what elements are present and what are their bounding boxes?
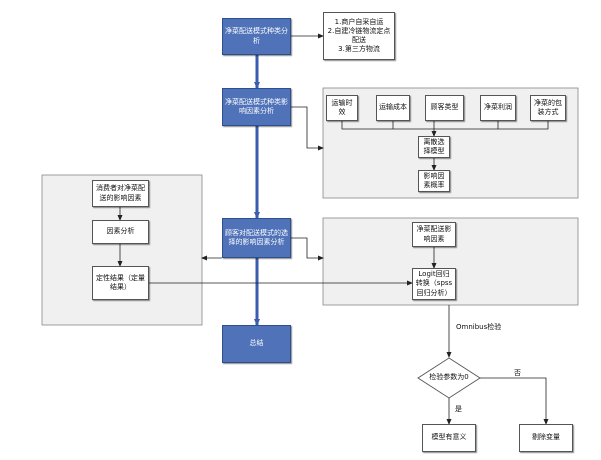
node-distribution-factors: 净菜配送影响因素 — [412, 222, 456, 247]
node-factor-packaging: 净菜的包装方式 — [530, 95, 566, 121]
node-factor-analysis: 因素分析 — [92, 220, 149, 244]
connector-f1 — [341, 121, 434, 130]
node-modes-list: 1.商户自采自运 2.自建冷链物流定点配送 3.第三方物流 — [323, 12, 395, 60]
connector-f5 — [498, 121, 549, 130]
node-factor-cost: 运输成本 — [376, 95, 410, 121]
node-customer-choice: 顾客对配送模式的选择的影响因素分析 — [222, 218, 291, 258]
node-factor-time: 运输时效 — [326, 95, 358, 121]
node-mode-influence: 净菜配送模式种类影响因素分析 — [222, 88, 291, 126]
label-omnibus: Omnibus检验 — [456, 323, 502, 331]
node-consumer-factors: 消费者对净菜配送的影响因素 — [92, 180, 149, 207]
node-logit-regression: Logit回归转换（spss回归分析） — [412, 268, 456, 300]
node-factor-prob: 影响因素概率 — [418, 170, 450, 192]
node-model-meaningful: 模型有意义 — [422, 424, 476, 452]
arrow-main2-panel — [291, 106, 324, 151]
label-yes: 是 — [455, 405, 462, 413]
node-test-zero: 检验参数为0 — [429, 373, 469, 382]
node-remove-variable: 剔除变量 — [519, 424, 573, 452]
node-mode-types: 净菜配送模式种类分析 — [222, 18, 291, 55]
arrow-main3-right — [291, 237, 324, 261]
label-no: 否 — [514, 369, 521, 377]
node-qualitative-result: 定性结果（定量结果） — [92, 266, 149, 300]
node-discrete-model: 离散选择模型 — [418, 136, 450, 158]
node-factor-customer: 顾客类型 — [425, 95, 464, 121]
node-factor-profit: 净菜利润 — [480, 95, 516, 121]
node-summary: 总结 — [222, 325, 291, 363]
arrow-no — [480, 377, 549, 425]
